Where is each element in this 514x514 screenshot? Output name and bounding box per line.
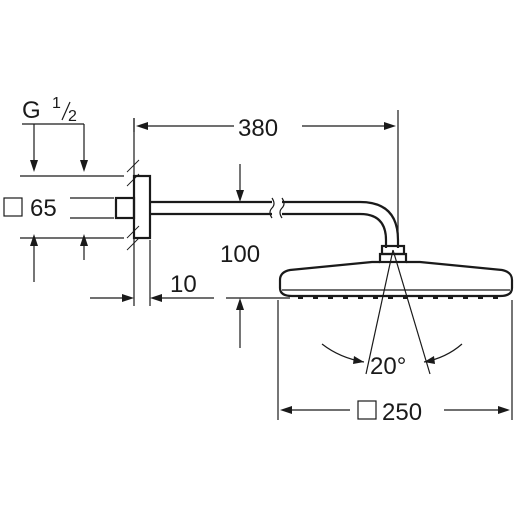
wall-flange	[114, 174, 152, 240]
ball-joint	[378, 244, 408, 264]
square-icon	[357, 400, 377, 420]
spray-nozzles	[298, 296, 498, 299]
dim-wall-gap-label: 10	[170, 271, 197, 298]
dimension-arm-length	[133, 110, 399, 240]
dimension-wall-gap	[90, 240, 214, 306]
dim-head-size-label: 250	[382, 399, 422, 426]
dim-thread-numerator: 1	[52, 95, 61, 112]
tilt-angle-lines	[321, 249, 463, 375]
dim-tilt-angle-label: 20°	[370, 353, 406, 380]
dim-thread-prefix: G	[22, 97, 41, 124]
dimension-drop	[226, 164, 290, 348]
shower-arm	[150, 197, 400, 248]
square-icon	[3, 197, 23, 217]
dim-arm-length-label: 380	[238, 115, 278, 142]
shower-head	[278, 260, 514, 299]
dimension-head-size	[277, 300, 513, 420]
dimension-thread	[20, 123, 124, 282]
dim-drop-label: 100	[220, 241, 260, 268]
dim-flange-size-label: 65	[30, 195, 57, 222]
dim-thread-denominator: 2	[68, 108, 77, 125]
